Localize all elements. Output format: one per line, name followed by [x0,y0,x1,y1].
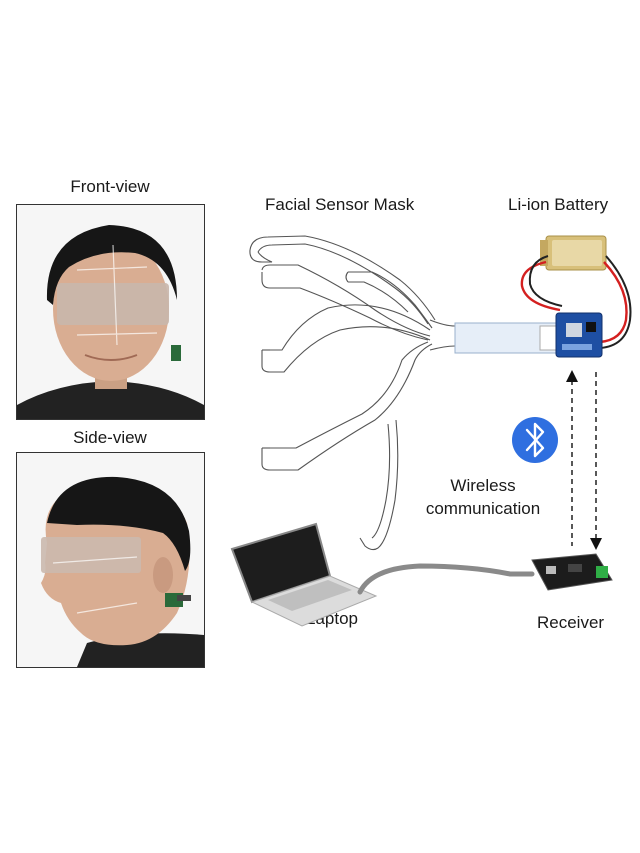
front-face-illustration [17,205,204,419]
wireless-line-2: communication [425,499,541,518]
front-view-photo [16,204,205,420]
hair [46,225,177,305]
sensor-board [555,312,603,358]
ear [153,557,173,593]
li-ion-battery [540,235,607,271]
receiver-board [531,553,613,591]
wireless-line-1: Wireless [450,476,516,495]
battery-label: Li-ion Battery [508,195,609,214]
side-eye-blur [41,537,141,573]
arrow-up-head [566,370,578,382]
laptop [230,522,378,627]
eye-blur [57,283,169,325]
shirt [17,381,204,419]
facial-sensor-mask-label: Facial Sensor Mask [265,195,415,214]
wireless-communication-label: Wireless communication [413,474,553,520]
receiver-label: Receiver [537,613,605,632]
facial-sensor-mask [249,235,456,551]
front-view-label: Front-view [70,177,150,196]
usb-cable [357,563,535,595]
bluetooth-icon [512,417,558,463]
side-view-photo [16,452,205,668]
side-face-illustration [17,453,204,667]
arrow-down-head [590,538,602,550]
ear-electronics [171,345,181,361]
side-hair [47,476,191,571]
wireless-link-arrows [571,372,597,546]
side-view-label: Side-view [73,428,147,447]
